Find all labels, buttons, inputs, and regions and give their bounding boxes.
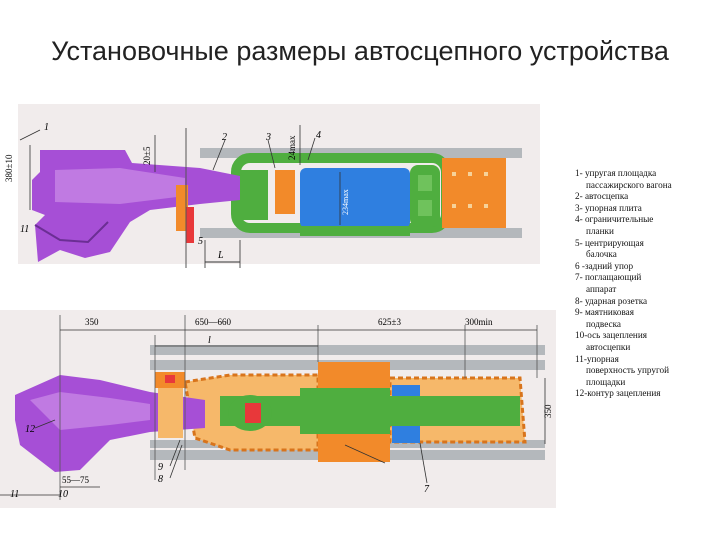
callout-7: 7 xyxy=(424,484,430,495)
legend-item: 6 -задний упор xyxy=(575,260,634,271)
dim-55-75: 55—75 xyxy=(62,475,90,485)
page-title: Установочные размеры автосцепного устрой… xyxy=(51,36,669,66)
callout-4: 4 xyxy=(316,130,321,141)
callout-1: 1 xyxy=(44,122,49,133)
coupler-installation-drawing: 380±10 20±5 24max 234max L 1 2 3 4 11 5 xyxy=(0,104,556,508)
draft-gear-follower xyxy=(300,226,410,236)
yoke-rear xyxy=(410,165,440,227)
striker-body xyxy=(158,388,183,438)
dim-20: 20±5 xyxy=(142,146,152,165)
callout-2: 2 xyxy=(222,132,227,143)
top-view: 380±10 20±5 24max 234max L 1 2 3 4 11 5 xyxy=(4,122,522,268)
dim-625: 625±3 xyxy=(378,317,401,327)
callout-11: 11 xyxy=(20,224,29,235)
dim-l: l xyxy=(208,335,211,346)
bottom-view: 350 650—660 625±3 300min l 350 55—75 12 … xyxy=(0,315,553,500)
rear-stop xyxy=(442,158,506,228)
draft-gear xyxy=(300,168,410,228)
callout-10: 10 xyxy=(58,489,68,500)
dim-side-350: 350 xyxy=(543,404,553,418)
callout-8: 8 xyxy=(158,474,163,485)
legend-item: 3- упорная плита xyxy=(575,202,642,213)
dim-350: 350 xyxy=(85,317,99,327)
striker-red xyxy=(186,207,194,243)
front-stop xyxy=(275,170,295,214)
callout-11-bottom: 11 xyxy=(10,489,19,500)
callout-12: 12 xyxy=(25,424,35,435)
coupler-outline xyxy=(34,221,109,244)
callout-5: 5 xyxy=(198,236,203,247)
upper-rail xyxy=(150,345,545,355)
dim-650-660: 650—660 xyxy=(195,317,232,327)
dim-380: 380±10 xyxy=(4,154,14,182)
striker-casting xyxy=(176,185,188,231)
callout-9: 9 xyxy=(158,462,163,473)
yoke-center xyxy=(300,388,390,434)
dim-300: 300min xyxy=(465,317,493,327)
yoke-rear-window-2 xyxy=(418,200,432,216)
coupler-highlight xyxy=(55,168,185,204)
dim-234: 234max xyxy=(341,189,350,215)
dim-24: 24max xyxy=(287,135,297,160)
legend-item: 12-контур зацепления xyxy=(575,388,661,399)
dim-L: L xyxy=(217,250,224,261)
callout-3: 3 xyxy=(265,132,271,143)
legend-item: 8- ударная розетка xyxy=(575,295,648,306)
yoke-rear-window-1 xyxy=(418,175,432,191)
legend-item: 2- автосцепка xyxy=(575,191,629,202)
pin-red xyxy=(245,403,261,423)
